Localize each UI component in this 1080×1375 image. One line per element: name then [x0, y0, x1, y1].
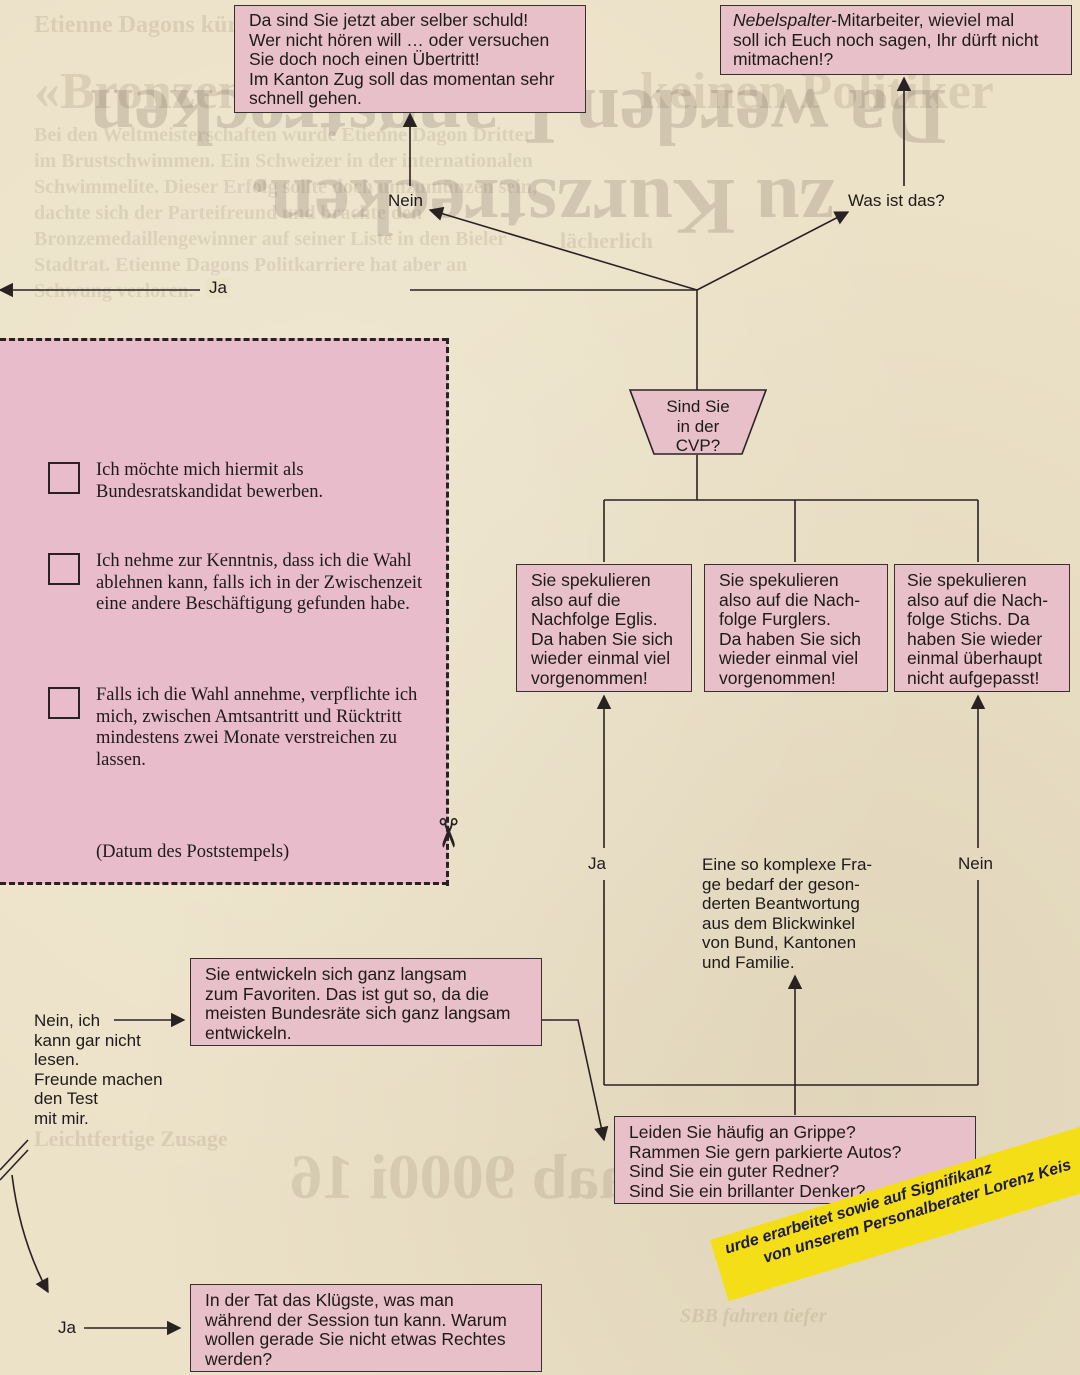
top-left-box: Da sind Sie jetzt aber selber schuld! We… [234, 5, 586, 113]
text-line: derten Beantwortung [702, 894, 860, 914]
trapezoid-line: in der [676, 416, 720, 436]
box-line: Da haben Sie sich [719, 628, 862, 649]
connector-to-ja-bottom [11, 1174, 49, 1294]
box-line: Leiden Sie häufig an Grippe? [629, 1122, 856, 1142]
trapezoid-line: CVP? [675, 436, 721, 456]
furglers-box: Sie spekulieren also auf die Nach- folge… [704, 564, 888, 692]
trapezoid-line: Sind Sie [666, 397, 730, 416]
checkbox[interactable] [48, 687, 80, 719]
label-nein-top: Nein [388, 191, 423, 210]
box-line: also auf die [531, 589, 621, 610]
box-line: werden? [205, 1348, 273, 1369]
box-line: Rammen Sie gern parkierte Autos? [629, 1141, 902, 1162]
top-right-box: Nebelspalter-Mitarbeiter, wieviel mal so… [720, 5, 1072, 75]
date-label: (Datum des Poststempels) [96, 842, 290, 862]
label-nein-right: Nein [958, 854, 993, 873]
connector-to-nein [428, 206, 698, 291]
connector-lesen-left [0, 1139, 29, 1171]
stichs-box: Sie spekulieren also auf die Nach- folge… [894, 564, 1070, 692]
box-line: Wer nicht hören will … oder versuchen [249, 29, 550, 50]
connector-favoriten-to-grippe [540, 1019, 609, 1142]
text-line: Freunde machen [34, 1069, 163, 1089]
label-was-ist-das: Was ist das? [848, 191, 945, 210]
box-line: vorgenommen! [531, 667, 648, 688]
box-line: Sie entwickeln sich ganz langsam [205, 964, 467, 984]
box-line: Sie spekulieren [719, 570, 839, 590]
text-line: ge bedarf der geson- [702, 874, 860, 894]
cut-line-top [0, 338, 448, 341]
box-line: schnell gehen. [249, 88, 362, 109]
box-line: Sind Sie ein guter Redner? [629, 1161, 840, 1182]
nebelspalter-italic: Nebelspalter [733, 10, 832, 30]
nein-ich-text: Nein, ich kann gar nicht lesen. Freunde … [34, 1011, 184, 1129]
box-line: Da sind Sie jetzt aber selber schuld! [249, 10, 529, 30]
checkbox[interactable] [48, 462, 80, 494]
application-form [0, 338, 448, 884]
box-line: nicht aufgepasst! [907, 667, 1040, 688]
text-line: den Test [34, 1089, 98, 1109]
text-line: kann gar nicht [34, 1030, 141, 1050]
box-line: Nebelspalter-Mitarbeiter, wieviel mal [733, 10, 1059, 31]
label-ja-left: Ja [206, 278, 230, 298]
box-line: Da haben Sie sich [531, 628, 674, 649]
cut-line-bottom [0, 882, 448, 885]
favoriten-box: Sie entwickeln sich ganz langsam zum Fav… [190, 958, 542, 1046]
label-ja-bottom: Ja [58, 1318, 76, 1337]
box-line: vorgenommen! [719, 667, 836, 688]
box-line: Sie doch noch einen Übertritt! [249, 49, 480, 70]
box-line: meisten Bundesräte sich ganz langsam [205, 1003, 511, 1024]
grippe-box: Leiden Sie häufig an Grippe? Rammen Sie … [614, 1116, 976, 1204]
form-option-3[interactable]: Falls ich die Wahl annehme, verpflichte … [48, 685, 426, 771]
box-line: Sie spekulieren [531, 570, 651, 590]
cvp-question: Sind Sie in der CVP? [648, 397, 748, 456]
box-line: folge Stichs. Da [907, 609, 1030, 630]
form-option-label: Falls ich die Wahl annehme, verpflichte … [96, 685, 418, 770]
box-line: entwickeln. [205, 1022, 292, 1043]
label-ja-mid: Ja [588, 854, 606, 873]
checkbox[interactable] [48, 553, 80, 585]
box-line: zum Favoriten. Das ist gut so, da die [205, 983, 490, 1004]
box-line: Sind Sie ein brillanter Denker? [629, 1180, 866, 1201]
box-line: mitmachen!? [733, 49, 834, 70]
box-line: soll ich Euch noch sagen, Ihr dürft nich… [733, 29, 1039, 50]
box-line: also auf die Nach- [907, 589, 1049, 610]
cut-line-right [446, 338, 449, 886]
text-line: Eine so komplexe Fra- [702, 855, 873, 874]
klugste-box: In der Tat das Klügste, was man während … [190, 1284, 542, 1372]
form-option-1[interactable]: Ich möchte mich hiermit als Bundesratska… [48, 460, 426, 503]
box-line: während der Session tun kann. Warum [205, 1309, 507, 1330]
box-line: In der Tat das Klügste, was man [205, 1290, 454, 1310]
box-line: Im Kanton Zug soll das momentan sehr [249, 68, 555, 89]
box-line: folge Furglers. [719, 609, 831, 630]
form-option-2[interactable]: Ich nehme zur Kenntnis, dass ich die Wah… [48, 551, 426, 616]
box-line: einmal überhaupt [907, 648, 1043, 669]
text-line: von Bund, Kantonen [702, 933, 857, 953]
box-line: wollen gerade Sie nicht etwas Rechtes [205, 1329, 506, 1350]
box-line: wieder einmal viel [531, 648, 671, 669]
box-line: haben Sie wieder [907, 628, 1043, 649]
connector-to-was-ist-das [696, 211, 850, 291]
text-line: lesen. [34, 1050, 80, 1070]
text-line: mit mir. [34, 1108, 89, 1128]
box-line: Nachfolge Eglis. [531, 609, 658, 630]
eglis-box: Sie spekulieren also auf die Nachfolge E… [516, 564, 692, 692]
form-option-label: Ich nehme zur Kenntnis, dass ich die Wah… [96, 551, 423, 615]
box-line: also auf die Nach- [719, 589, 861, 610]
box-line: Sie spekulieren [907, 570, 1027, 590]
box-line-rest: -Mitarbeiter, wieviel mal [831, 10, 1015, 30]
cvp-trapezoid-shape [628, 389, 768, 455]
connector-lesen-left-2 [0, 1149, 29, 1181]
text-line: und Familie. [702, 952, 795, 972]
form-option-label: Ich möchte mich hiermit als Bundesratska… [96, 460, 324, 502]
text-line: Nein, ich [34, 1011, 101, 1030]
box-line: wieder einmal viel [719, 648, 859, 669]
text-line: aus dem Blickwinkel [702, 913, 856, 933]
complex-question-text: Eine so komplexe Fra- ge bedarf der geso… [702, 855, 902, 973]
